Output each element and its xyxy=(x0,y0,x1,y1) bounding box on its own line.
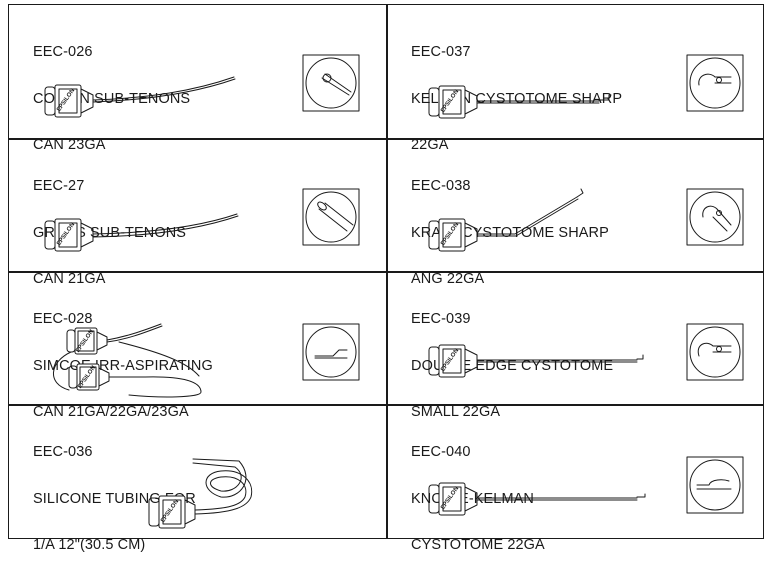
tubing-hub-icon: EPSILON xyxy=(148,495,196,529)
instrument-drawing: EPSILON EPSILON xyxy=(53,323,360,398)
instrument-drawing: EPSILON xyxy=(428,54,744,119)
cannula-hub-icon: EPSILON xyxy=(44,84,94,118)
straight-needle-icon xyxy=(476,497,638,501)
product-cell-eec-27: EEC-27 GROSS SUB-TENONS CAN 21GA EPSILON xyxy=(9,139,386,287)
product-name-line-2: CYSTOTOME 22GA xyxy=(411,537,545,553)
product-cell-eec-038: EEC-038 KRATZ CYSTOTOME SHARP ANG 22GA E… xyxy=(387,139,764,287)
cannula-hub-icon: EPSILON xyxy=(44,218,94,252)
product-code: EEC-27 xyxy=(33,178,85,194)
needle-hook-icon xyxy=(576,188,584,198)
straight-needle-icon xyxy=(476,359,638,363)
cannula-hub-icon: EPSILON xyxy=(428,218,478,252)
needle-hook-icon xyxy=(598,94,612,101)
angled-hook-detail-icon xyxy=(686,188,744,246)
product-cell-eec-039: EEC-039 DOUBLE EDGE CYSTOTOME SMALL 22GA… xyxy=(387,272,764,420)
product-code: EEC-028 xyxy=(33,311,93,327)
needle-hook-icon xyxy=(636,493,646,498)
product-cell-eec-040: EEC-040 KNOLLE-KELMAN CYSTOTOME 22GA EPS… xyxy=(387,405,764,553)
product-code: EEC-039 xyxy=(411,311,471,327)
port-tip-detail-icon xyxy=(302,323,360,381)
product-name-line-1: SIMCOE IRR-ASPIRATING xyxy=(33,357,213,374)
silicone-tubing-icon xyxy=(192,462,247,511)
cannula-hub-icon: EPSILON xyxy=(428,344,478,378)
row-divider-3 xyxy=(9,404,763,406)
product-name-line-2: CAN 21GA xyxy=(33,271,106,287)
needle-hook-icon xyxy=(636,354,644,360)
angled-needle-icon xyxy=(476,196,579,237)
cystotome-hook-detail-icon xyxy=(686,54,744,112)
product-name-line-2: SMALL 22GA xyxy=(411,404,501,420)
tubing-icon xyxy=(53,341,200,391)
product-cell-eec-026: EEC-026 CORBIN SUB-TENONS CAN 23GA EPSIL… xyxy=(9,5,386,153)
curved-cannula-icon xyxy=(106,323,163,343)
product-name-line-2: CAN 23GA xyxy=(33,137,106,153)
instrument-drawing: EPSILON xyxy=(148,458,253,529)
upper-hub-icon: EPSILON xyxy=(66,327,108,355)
product-label: EEC-038 KRATZ CYSTOTOME SHARP ANG 22GA xyxy=(411,148,609,319)
curved-cannula-icon xyxy=(92,213,238,235)
straight-needle-icon xyxy=(476,100,600,104)
product-code: EEC-026 xyxy=(33,44,93,60)
product-name-line-2: ANG 22GA xyxy=(411,271,485,287)
cannula-bevel-detail-icon xyxy=(302,188,360,246)
product-code: EEC-037 xyxy=(411,44,471,60)
knolle-tip-detail-icon xyxy=(686,456,744,514)
product-label: EEC-028 SIMCOE IRR-ASPIRATING CAN 21GA/2… xyxy=(33,281,213,452)
cannula-hub-icon: EPSILON xyxy=(428,85,478,119)
product-cell-eec-037: EEC-037 KELMAN CYSTOTOME SHARP 22GA EPSI… xyxy=(387,5,764,153)
product-code: EEC-038 xyxy=(411,178,471,194)
product-catalog-sheet: EEC-026 CORBIN SUB-TENONS CAN 23GA EPSIL… xyxy=(8,4,764,553)
lower-hub-icon: EPSILON xyxy=(68,363,110,391)
curved-cannula-icon xyxy=(92,76,235,101)
tubing-loop-icon xyxy=(108,376,202,398)
curved-tip-detail-icon xyxy=(302,54,360,112)
product-name-line-2: 22GA xyxy=(411,137,449,153)
row-divider-2 xyxy=(9,271,763,273)
product-name-line-2: 1/A 12"(30.5 CM) xyxy=(33,537,146,553)
product-name-line-2: CAN 21GA/22GA/23GA xyxy=(33,404,189,420)
cannula-hub-icon: EPSILON xyxy=(428,482,478,516)
product-cell-eec-036: EEC-036 SILICONE TUBING FOR 1/A 12"(30.5… xyxy=(9,405,386,553)
instrument-drawing: EPSILON xyxy=(428,456,744,516)
product-cell-eec-028: EEC-028 SIMCOE IRR-ASPIRATING CAN 21GA/2… xyxy=(9,272,386,420)
double-edge-hook-detail-icon xyxy=(686,323,744,381)
instrument-drawing: EPSILON xyxy=(428,188,744,252)
product-code: EEC-036 xyxy=(33,444,93,460)
instrument-drawing: EPSILON xyxy=(44,188,360,252)
instrument-drawing: EPSILON xyxy=(428,323,744,381)
row-divider-1 xyxy=(9,138,763,140)
product-code: EEC-040 xyxy=(411,444,471,460)
instrument-drawing: EPSILON xyxy=(44,54,360,118)
